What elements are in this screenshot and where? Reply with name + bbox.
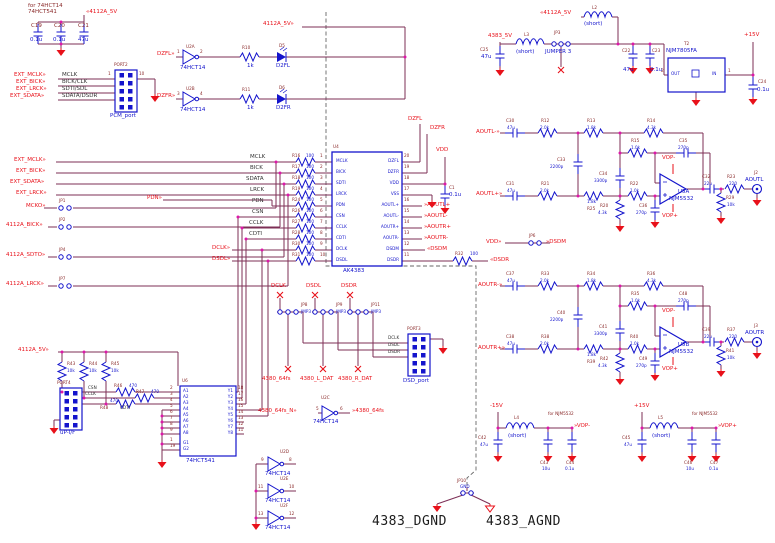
cap-c19 bbox=[33, 23, 43, 45]
inverter-u2c bbox=[321, 405, 339, 421]
inverter-u2b bbox=[182, 91, 200, 107]
ground-symbols bbox=[49, 47, 762, 531]
jack-aoutr bbox=[751, 336, 763, 348]
regulator-t2-body bbox=[667, 57, 726, 93]
led-d2fr bbox=[276, 88, 288, 105]
inverter-u2e bbox=[267, 483, 285, 499]
res-r10 bbox=[239, 52, 260, 62]
jack-aoutl bbox=[751, 183, 763, 195]
junction-dots bbox=[59, 20, 755, 520]
inverter-u2a bbox=[182, 49, 200, 65]
wires bbox=[37, 15, 758, 522]
ic-ak4383-body bbox=[331, 151, 403, 267]
inverter-u2d bbox=[267, 456, 285, 472]
opamp-u5b bbox=[659, 326, 687, 358]
inductor-l2 bbox=[583, 11, 613, 18]
inverter-u2f bbox=[267, 510, 285, 526]
inductor-l3 bbox=[515, 38, 545, 45]
dgnd-agnd-boundary bbox=[325, 12, 477, 487]
connector-dsd-port bbox=[407, 333, 431, 377]
opamp-u5a bbox=[659, 173, 687, 205]
inductor-l5 bbox=[649, 422, 679, 429]
cap-c30 bbox=[504, 128, 526, 138]
connector-up-if-port bbox=[59, 387, 83, 431]
inductor-l4 bbox=[505, 422, 535, 429]
regulator-tab-icon bbox=[691, 69, 700, 78]
offpage-x-markers bbox=[276, 66, 565, 373]
components bbox=[33, 11, 763, 531]
ic-74hct541-body bbox=[179, 385, 237, 457]
led-d2fl bbox=[276, 46, 288, 63]
connector-pcm-port bbox=[114, 69, 138, 113]
